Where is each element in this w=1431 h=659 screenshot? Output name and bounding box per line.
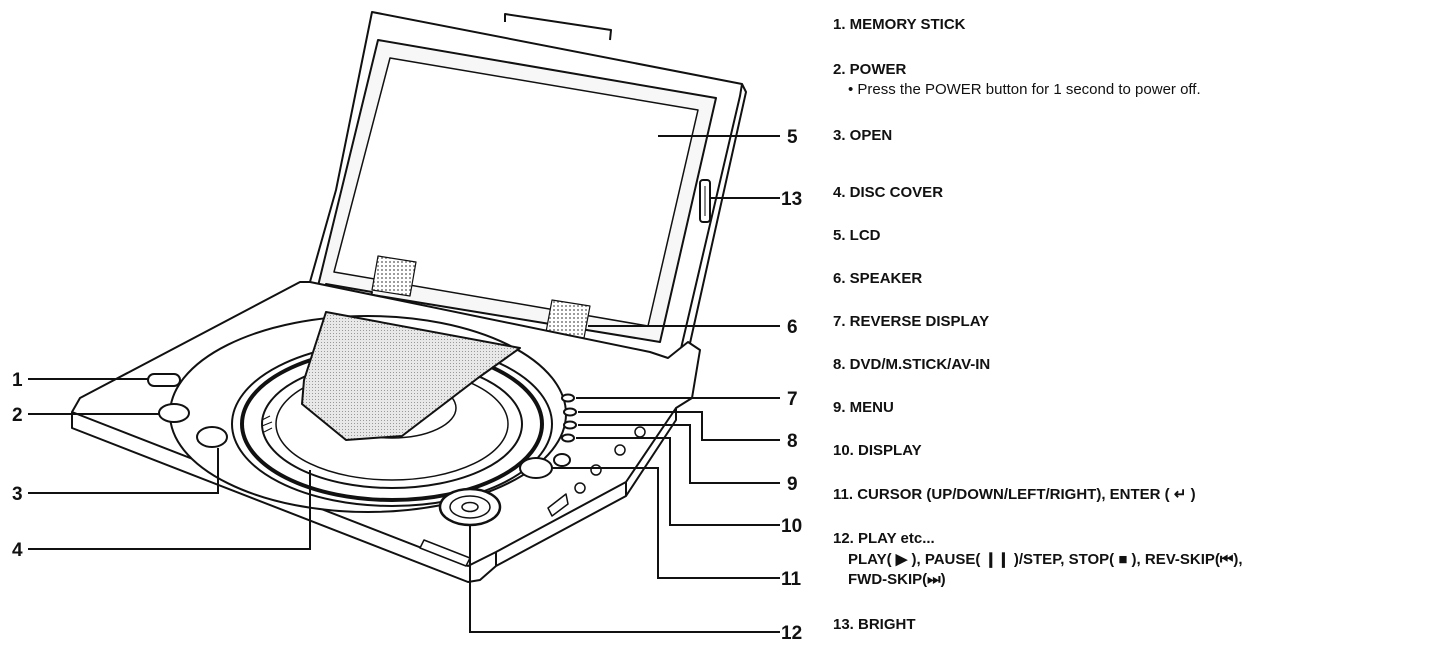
part-9-label: 9. MENU: [833, 399, 894, 416]
part-12-line-1: PLAY( ▶ ), PAUSE( ❙❙ )/STEP, STOP( ■ ), …: [848, 551, 1243, 568]
part-7-label: 7. REVERSE DISPLAY: [833, 313, 990, 330]
leader-3: [28, 448, 219, 494]
part-2-label: 2. POWER: [833, 61, 907, 78]
part-12-line-2: FWD-SKIP(⏭): [848, 571, 946, 588]
callout-4: 4: [12, 540, 23, 561]
part-5-label: 5. LCD: [833, 227, 881, 244]
dvd-player-diagram: 1 2 3 4 5 6 7 8 9 10 11 12 13: [12, 11, 802, 644]
part-2-note: • Press the POWER button for 1 second to…: [848, 81, 1201, 98]
part-11-label: 11. CURSOR (UP/DOWN/LEFT/RIGHT), ENTER (…: [833, 486, 1196, 503]
part-10-label: 10. DISPLAY: [833, 442, 922, 459]
leader-12: [469, 525, 780, 633]
callout-9: 9: [787, 474, 798, 495]
part-13-label: 13. BRIGHT: [833, 616, 916, 633]
callout-2: 2: [12, 405, 23, 426]
disc-cover-flap: [301, 311, 521, 441]
callout-7: 7: [787, 389, 798, 410]
open-button: [196, 426, 228, 448]
callout-1: 1: [12, 370, 23, 391]
callout-3: 3: [12, 484, 23, 505]
leader-8: [578, 411, 780, 441]
memory-stick-slot: [147, 373, 181, 387]
part-4-label: 4. DISC COVER: [833, 184, 944, 201]
leader-4: [28, 470, 311, 550]
callout-13: 13: [781, 189, 802, 210]
callout-8: 8: [787, 431, 798, 452]
callout-11: 11: [781, 569, 802, 590]
part-8-label: 8. DVD/M.STICK/AV-IN: [833, 356, 991, 373]
speaker-left: [371, 255, 417, 297]
power-button: [158, 403, 190, 423]
leader-9: [578, 424, 780, 484]
callout-10: 10: [781, 516, 802, 537]
leader-11: [552, 467, 780, 579]
leader-10: [576, 437, 780, 526]
part-12-label: 12. PLAY etc...: [833, 530, 935, 547]
part-6-label: 6. SPEAKER: [833, 270, 923, 287]
callout-6: 6: [787, 317, 798, 338]
callout-12: 12: [781, 623, 802, 644]
part-1-label: 1. MEMORY STICK: [833, 16, 966, 33]
callout-5: 5: [787, 127, 798, 148]
part-3-label: 3. OPEN: [833, 127, 893, 144]
